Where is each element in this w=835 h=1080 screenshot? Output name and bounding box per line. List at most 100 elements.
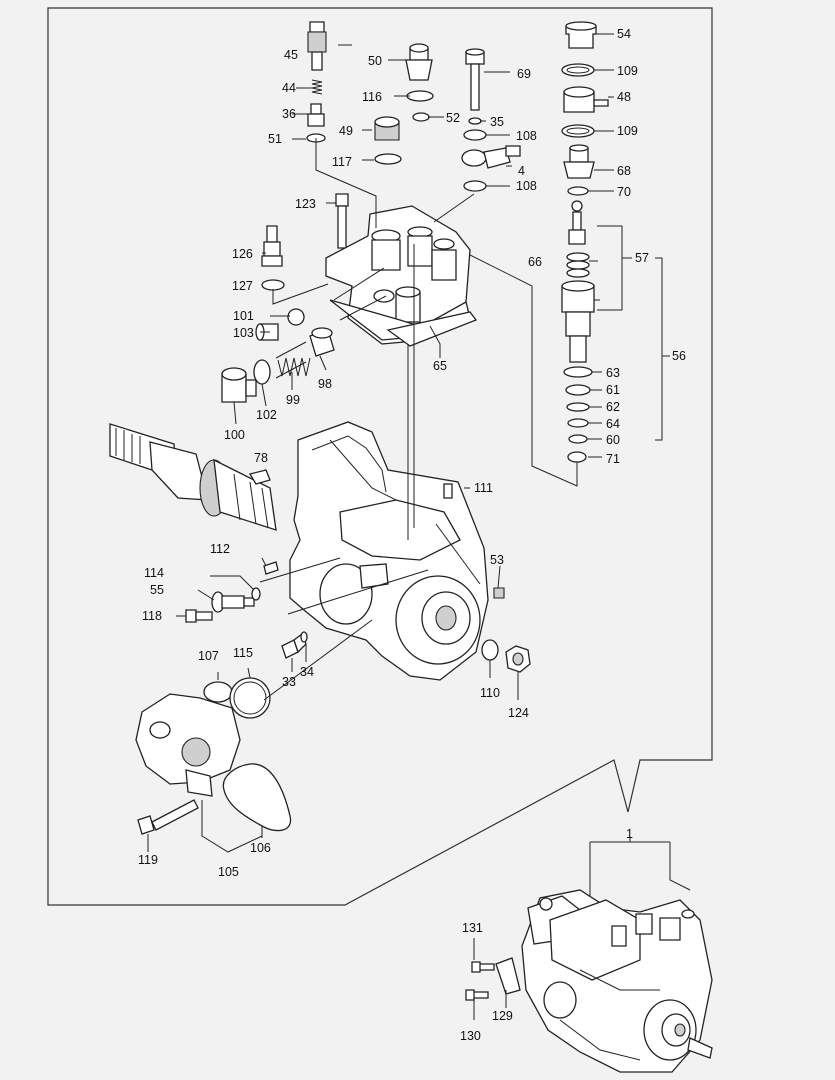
label-62: 62	[606, 400, 620, 414]
delivery-valve-holder-54	[565, 21, 597, 49]
label-48: 48	[617, 90, 631, 104]
bolt-119	[137, 799, 199, 835]
label-66: 66	[528, 255, 542, 269]
label-116: 116	[362, 90, 382, 104]
label-33: 33	[282, 675, 296, 689]
label-78: 78	[254, 451, 268, 465]
label-101: 101	[233, 309, 254, 323]
spring-44	[311, 79, 323, 95]
o-ring-116	[406, 90, 434, 102]
o-ring-109-bottom-inner	[566, 127, 590, 135]
label-108a: 108	[516, 129, 537, 143]
plug-100	[221, 367, 257, 403]
o-ring-60	[568, 434, 588, 444]
label-64: 64	[606, 417, 620, 431]
label-68: 68	[617, 164, 631, 178]
label-131: 131	[462, 921, 483, 935]
valve-68	[563, 144, 595, 179]
label-99: 99	[286, 393, 300, 407]
part-labels: 45 44 36 51 50 116 52 49 117 69 35 108 4…	[138, 27, 686, 1043]
leader-71-to-head	[455, 247, 578, 487]
callout-frame	[47, 7, 713, 906]
washer-35	[468, 117, 482, 125]
label-111: 111	[474, 481, 493, 495]
nut-124	[505, 645, 531, 673]
label-51: 51	[268, 132, 282, 146]
label-124: 124	[508, 706, 529, 720]
leader-to-housing	[259, 344, 481, 701]
nozzle-45	[307, 21, 327, 71]
label-49: 49	[339, 124, 353, 138]
washer-52	[412, 112, 430, 122]
leaders-60-64	[587, 33, 614, 458]
pin-36	[307, 103, 325, 127]
drive-shaft	[109, 423, 277, 531]
bracket-56	[655, 257, 670, 441]
washer-108-bottom	[463, 180, 487, 192]
label-70: 70	[617, 185, 631, 199]
label-50: 50	[368, 54, 382, 68]
washer-127	[261, 279, 285, 291]
label-107: 107	[198, 649, 219, 663]
key-78	[248, 469, 271, 485]
spring-99	[275, 341, 311, 379]
o-ring-115	[229, 677, 271, 719]
pin-112	[263, 561, 279, 575]
label-57: 57	[635, 251, 649, 265]
cap-53	[493, 587, 505, 599]
label-35: 35	[490, 115, 504, 129]
pump-head	[325, 205, 478, 347]
bolt-69	[465, 48, 485, 111]
label-44: 44	[282, 81, 296, 95]
o-ring-101	[287, 308, 305, 326]
label-127: 127	[232, 279, 253, 293]
label-100: 100	[224, 428, 245, 442]
label-71: 71	[606, 452, 620, 466]
washer-70	[567, 186, 589, 196]
label-105: 105	[218, 865, 239, 879]
label-102: 102	[256, 408, 277, 422]
sleeve-98	[309, 327, 335, 357]
label-106: 106	[250, 841, 271, 855]
bleed-screw-55	[211, 591, 255, 613]
label-115: 115	[233, 646, 253, 660]
bolt-123	[335, 193, 349, 249]
label-54: 54	[617, 27, 631, 41]
label-52: 52	[446, 111, 460, 125]
seal-71	[567, 451, 587, 463]
label-69: 69	[517, 67, 531, 81]
label-61: 61	[606, 383, 620, 397]
label-118: 118	[142, 609, 162, 623]
assembled-pump-inset	[465, 838, 713, 1073]
label-109b: 109	[617, 124, 638, 138]
label-129: 129	[492, 1009, 513, 1023]
o-ring-109-top-inner	[566, 66, 590, 74]
label-126: 126	[232, 247, 253, 261]
o-ring-62	[566, 402, 590, 412]
plunger-57	[568, 200, 586, 245]
label-63: 63	[606, 366, 620, 380]
leader-lines	[147, 44, 519, 853]
label-45: 45	[284, 48, 298, 62]
label-55: 55	[150, 583, 164, 597]
pump-housing	[289, 421, 489, 681]
label-112: 112	[210, 542, 230, 556]
gasket-106	[222, 763, 292, 832]
label-130: 130	[460, 1029, 481, 1043]
o-ring-63	[563, 366, 593, 378]
label-65: 65	[433, 359, 447, 373]
barrel-57	[561, 280, 595, 363]
washer-110	[481, 639, 499, 661]
plug-49	[374, 116, 400, 141]
connector-50	[405, 43, 433, 81]
o-ring-117	[374, 153, 402, 165]
label-53: 53	[490, 553, 504, 567]
pin-111	[443, 483, 453, 499]
label-4: 4	[518, 164, 525, 178]
label-108b: 108	[516, 179, 537, 193]
banjo-fitting-48	[563, 86, 609, 113]
bracket-57	[597, 225, 632, 311]
feed-pump-cover	[135, 693, 241, 797]
label-123: 123	[295, 197, 316, 211]
